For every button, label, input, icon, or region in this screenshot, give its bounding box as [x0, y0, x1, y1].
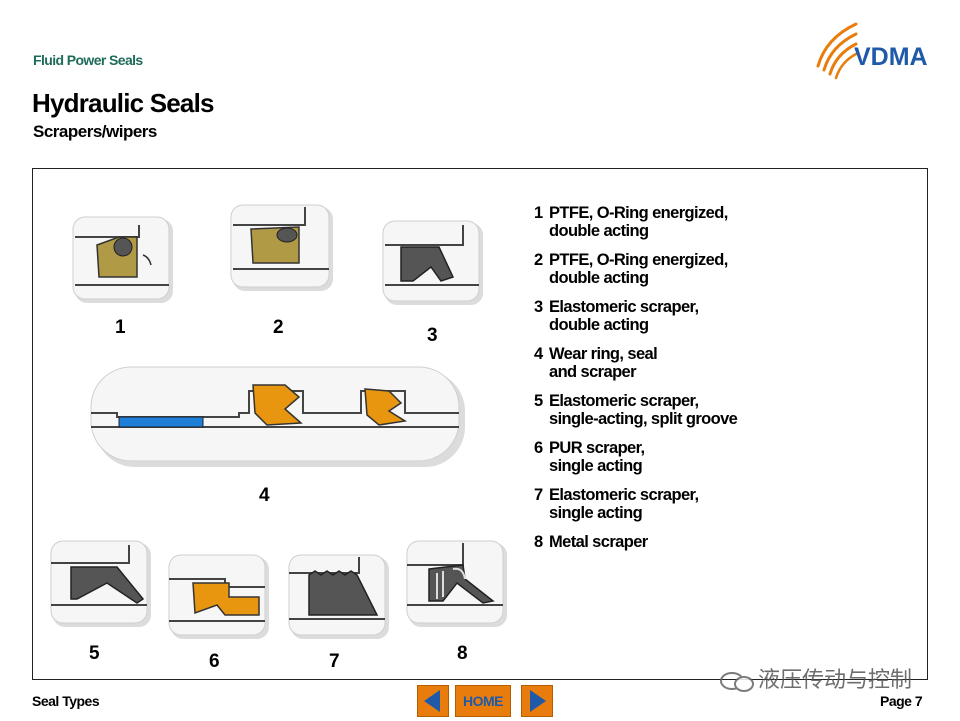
next-page-button[interactable]	[521, 685, 553, 717]
kicker-text: Fluid Power Seals	[33, 52, 143, 68]
arrow-left-icon	[424, 690, 440, 712]
elastomeric-scraper-figure	[379, 219, 489, 309]
metal-scraper-figure	[403, 539, 513, 631]
figure-number: 4	[259, 485, 270, 506]
ptfe-oring-scraper-figure	[69, 215, 179, 307]
page-subtitle: Scrapers/wipers	[33, 122, 157, 141]
previous-page-button[interactable]	[417, 685, 449, 717]
footer-section-label: Seal Types	[32, 693, 100, 709]
logo-text: VDMA	[854, 43, 928, 71]
figure-number: 2	[273, 317, 284, 338]
figure-number: 5	[89, 643, 100, 664]
vdma-logo: VDMA	[812, 18, 938, 98]
elastomeric-split-groove-figure	[47, 539, 157, 631]
arrow-right-icon	[530, 690, 546, 712]
figure-number: 6	[209, 651, 220, 672]
elastomeric-single-figure	[285, 553, 395, 643]
page-number: Page 7	[880, 693, 923, 709]
figure-number: 7	[329, 651, 340, 672]
ptfe-oring-scraper-figure	[227, 203, 339, 295]
pur-scraper-figure	[165, 553, 275, 643]
watermark-text: 液压传动与控制	[718, 662, 912, 694]
home-button[interactable]: HOME	[455, 685, 511, 717]
figure-number: 8	[457, 643, 468, 664]
figure-number: 3	[427, 325, 438, 346]
figure-number: 1	[115, 317, 126, 338]
figure-panel: 1 2 3 4	[32, 168, 928, 680]
page-title: Hydraulic Seals	[32, 88, 214, 118]
wechat-icon	[718, 670, 758, 692]
wear-ring-seal-scraper-figure	[89, 365, 469, 469]
